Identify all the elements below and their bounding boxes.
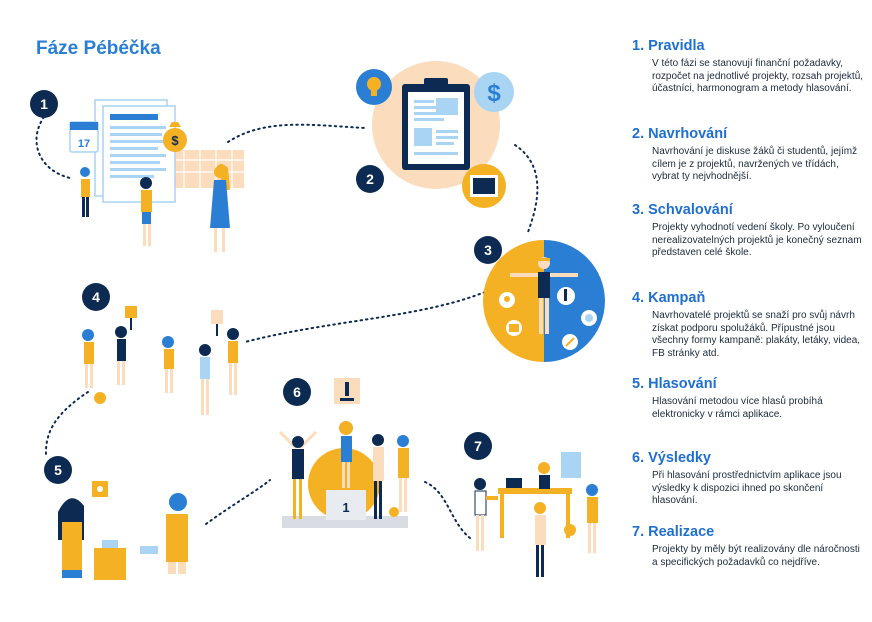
step-5-title: 5. Hlasování — [632, 376, 717, 392]
person-4e — [227, 328, 239, 395]
person-1a — [80, 167, 90, 217]
person-4b — [115, 326, 127, 385]
person-4c — [162, 336, 174, 393]
person-7d — [586, 484, 598, 553]
stage-2-illustration: $ — [356, 61, 514, 208]
stage-7-illustration — [474, 452, 598, 577]
person-5a — [58, 498, 84, 578]
stage-number-6: 6 — [283, 378, 311, 406]
step-7-desc: Projekty by měly být realizovány dle nár… — [652, 544, 860, 568]
stage-5-illustration — [58, 481, 188, 580]
step-4: 4. Kampaň Navrhovatelé projektů se snaží… — [632, 290, 864, 360]
step-2-title: 2. Navrhování — [632, 126, 728, 142]
step-3-title: 3. Schvalování — [632, 202, 733, 218]
page-title: Fáze Pébéčka — [36, 38, 161, 59]
illustration-svg: 17 $ — [35, 61, 605, 580]
person-1c — [210, 164, 230, 252]
person-7b — [538, 462, 550, 489]
person-1b — [140, 177, 152, 246]
step-7: 7. Realizace Projekty by měly být realiz… — [632, 524, 864, 569]
step-5-desc: Hlasování metodou více hlasů probíhá ele… — [652, 396, 823, 420]
stage-3-illustration — [483, 240, 605, 362]
person-6c — [389, 435, 409, 517]
stage-1-illustration: 17 $ — [69, 99, 244, 252]
dotted-path — [35, 116, 539, 539]
stage-number-4: 4 — [82, 283, 110, 311]
person-7c — [534, 502, 546, 577]
step-6: 6. Výsledky Při hlasování prostřednictví… — [632, 450, 864, 508]
person-5b — [166, 493, 188, 574]
stage-3-item-icons — [499, 287, 597, 350]
stage-6-illustration: 1 — [278, 378, 409, 528]
podium-label: 1 — [342, 500, 349, 515]
winner-person — [339, 421, 353, 488]
stage-number-1: 1 — [30, 90, 58, 118]
calendar-icon: 17 — [69, 121, 99, 153]
illustration-area: Fáze Pébéčka 17 — [30, 38, 605, 580]
clipboard-icon — [402, 78, 470, 170]
money-bag-icon: $ — [163, 122, 187, 152]
step-5: 5. Hlasování Hlasování metodou více hlas… — [632, 376, 864, 421]
microscope-icon — [334, 378, 360, 404]
step-3: 3. Schvalování Projekty vyhodnotí vedení… — [632, 202, 864, 260]
step-1-desc: V této fázi se stanovují finanční požada… — [652, 58, 864, 95]
stage-number-5: 5 — [44, 456, 72, 484]
step-1: 1. Pravidla V této fázi se stanovují fin… — [632, 38, 864, 96]
lightbulb-icon — [356, 69, 392, 105]
person-7a — [474, 478, 498, 551]
step-4-title: 4. Kampaň — [632, 290, 706, 306]
stage-number-3: 3 — [474, 236, 502, 264]
photo-icon — [462, 164, 506, 208]
svg-text:$: $ — [171, 133, 179, 148]
step-4-desc: Navrhovatelé projektů se snaží pro svůj … — [652, 310, 861, 359]
person-6a — [278, 430, 318, 519]
stage-number-2: 2 — [356, 165, 384, 193]
step-7-title: 7. Realizace — [632, 524, 715, 540]
step-3-desc: Projekty vyhodnotí vedení školy. Po vylo… — [652, 222, 862, 259]
person-4d — [199, 344, 211, 415]
step-6-title: 6. Výsledky — [632, 450, 711, 466]
step-1-title: 1. Pravidla — [632, 38, 705, 54]
person-4a — [82, 329, 106, 404]
stage-4-illustration — [82, 306, 239, 415]
step-2-desc: Navrhování je diskuse žáků či studentů, … — [652, 146, 858, 183]
svg-text:$: $ — [487, 80, 501, 107]
person-6b — [372, 434, 384, 519]
dollar-icon: $ — [474, 72, 514, 112]
stage-number-7: 7 — [464, 432, 492, 460]
step-2: 2. Navrhování Navrhování je diskuse žáků… — [632, 126, 864, 184]
step-6-desc: Při hlasování prostřednictvím aplikace j… — [652, 470, 842, 507]
calendar-day: 17 — [78, 138, 90, 150]
